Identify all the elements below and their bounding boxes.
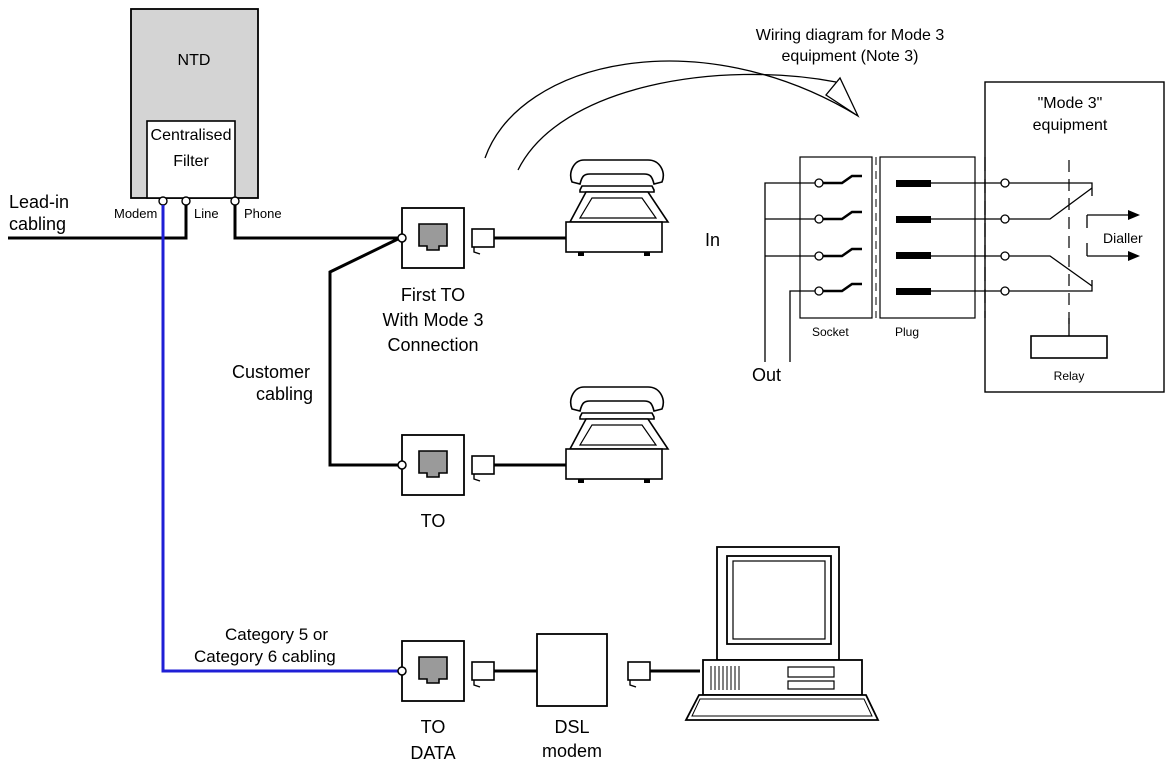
- equipment-label-line2: equipment: [1033, 117, 1108, 134]
- wiring-title-line2: equipment (Note 3): [782, 48, 919, 65]
- outer-arc: [484, 60, 859, 159]
- second-to-plug: [471, 455, 495, 482]
- customer-cabling-label-line2: cabling: [256, 384, 313, 404]
- ntd-title: NTD: [178, 52, 211, 69]
- first-to-outlet: [397, 207, 465, 269]
- dsl-modem-label-line1: DSL: [554, 717, 589, 737]
- curved-arrows: [484, 60, 860, 171]
- data-to-label-line1: TO: [421, 717, 446, 737]
- wiring-diagram: "Mode 3" equipment Socket Plug In Out: [705, 81, 1165, 393]
- first-to-label-line2: With Mode 3: [382, 310, 483, 330]
- customer-cabling-label-line1: Customer: [232, 362, 310, 382]
- lead-in-cabling: Lead-in cabling: [8, 192, 188, 240]
- modem-plug: [627, 661, 651, 688]
- category-cabling-label-line2: Category 6 cabling: [194, 647, 336, 666]
- lead-in-wire: [8, 205, 188, 240]
- telephone-icon: [565, 386, 669, 484]
- socket-box: [799, 156, 873, 319]
- filter-label-line1: Centralised: [151, 127, 232, 144]
- socket-label: Socket: [812, 325, 849, 339]
- inner-arc: [517, 73, 837, 171]
- dsl-modem-box: [536, 633, 608, 707]
- second-to-outlet: [397, 434, 465, 496]
- first-to-label-line1: First TO: [401, 285, 465, 305]
- in-label: In: [705, 230, 720, 250]
- first-to-plug: [471, 228, 495, 255]
- data-cable-blue: [161, 205, 400, 673]
- centralised-filter-box: [146, 120, 236, 199]
- telephone-icon: [565, 159, 669, 257]
- lead-in-label-line1: Lead-in: [9, 192, 69, 212]
- dsl-modem-label-line2: modem: [542, 741, 602, 761]
- port-phone-label: Phone: [244, 206, 282, 221]
- data-to-outlet: [397, 640, 465, 702]
- relay-box: [1030, 335, 1108, 359]
- phone-wire-ntd-to-first-to: [233, 205, 400, 240]
- plug-label: Plug: [895, 325, 919, 339]
- equipment-label-line1: "Mode 3": [1038, 95, 1103, 112]
- first-to-label-line3: Connection: [387, 335, 478, 355]
- dialler-label: Dialler: [1103, 230, 1143, 246]
- out-label: Out: [752, 365, 781, 385]
- port-modem-label: Modem: [114, 206, 157, 221]
- port-phone-terminal: [230, 196, 240, 206]
- filter-label-line2: Filter: [173, 153, 209, 170]
- relay-label: Relay: [1054, 369, 1085, 383]
- port-modem-terminal: [158, 196, 168, 206]
- category-cabling-label-line1: Category 5 or: [225, 625, 328, 644]
- data-to-label-line2: DATA: [410, 743, 455, 763]
- arc-arrowhead: [825, 76, 860, 118]
- port-line-terminal: [181, 196, 191, 206]
- computer-icon: [684, 546, 880, 721]
- lead-in-label-line2: cabling: [9, 214, 66, 234]
- ntd-unit: NTD Centralised Filter Modem Line Phone: [114, 8, 282, 221]
- port-line-label: Line: [194, 206, 219, 221]
- wiring-title-line1: Wiring diagram for Mode 3: [756, 27, 945, 44]
- customer-cabling-wire: [328, 236, 401, 467]
- second-to-label: TO: [421, 511, 446, 531]
- data-to-plug: [471, 661, 495, 688]
